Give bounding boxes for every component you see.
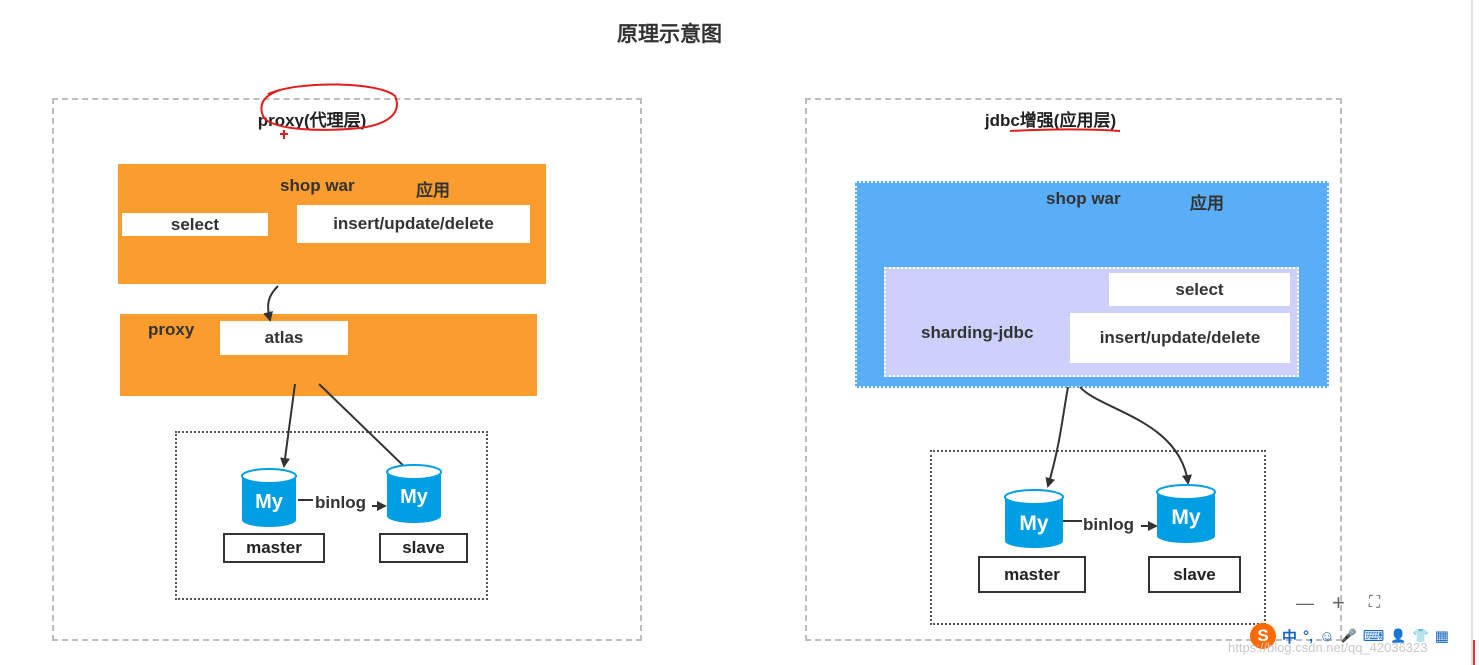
zoom-out-button[interactable]: — [1296, 592, 1314, 613]
left-write-box: insert/update/delete [297, 205, 530, 243]
ime-punctuation-toggle[interactable]: °, [1303, 627, 1314, 645]
ime-skin-icon[interactable]: 👕 [1412, 628, 1429, 643]
right-app-name: shop war [1046, 189, 1121, 208]
page-title: 原理示意图 [617, 23, 722, 46]
right-db-group [930, 450, 1266, 625]
right-app-tag: 应用 [1190, 194, 1224, 213]
right-master-box: master [978, 556, 1086, 593]
proxy-label: proxy [148, 320, 195, 339]
left-db-group [175, 431, 488, 600]
left-proxy-to-slave-arrow [318, 383, 416, 478]
atlas-box: atlas [220, 321, 348, 355]
ime-logo-icon[interactable]: S [1250, 623, 1276, 649]
left-binlog-arrow [298, 499, 384, 507]
sharding-jdbc-label: sharding-jdbc [921, 323, 1034, 342]
red-circle-annotation [260, 83, 398, 131]
right-binlog-label: binlog [1083, 515, 1134, 534]
ime-user-icon[interactable]: 👤 [1390, 628, 1407, 643]
left-binlog-label: binlog [315, 493, 366, 512]
zoom-in-button[interactable]: + [1332, 590, 1345, 615]
ime-toolbar: S 中 °, ☺ 🎤 ⌨ 👤 👕 ▦ [1250, 622, 1449, 650]
left-slave-db-icon: My [386, 464, 442, 523]
jdbc-panel-caption: jdbc增强(应用层) [984, 111, 1117, 130]
right-edge-line [1471, 0, 1473, 665]
left-master-db-logo: My [255, 491, 284, 513]
proxy-panel-caption: proxy(代理层) [257, 111, 367, 130]
right-slave-db-icon: My [1156, 484, 1216, 543]
watermark: https://blog.csdn.net/qq_42036323 [1228, 640, 1428, 655]
right-slave-box: slave [1148, 556, 1241, 593]
ime-mic-icon[interactable]: 🎤 [1340, 628, 1357, 643]
left-slave-box: slave [379, 533, 468, 563]
right-app-to-master-arrow [1045, 386, 1069, 488]
ime-language-toggle[interactable]: 中 [1282, 628, 1298, 646]
right-write-box: insert/update/delete [1070, 313, 1290, 363]
zoom-toolbar: — + ⛶ [1296, 588, 1380, 618]
red-underline-annotation [1009, 128, 1121, 132]
right-edge-marker [1473, 640, 1475, 665]
ime-keyboard-icon[interactable]: ⌨ [1362, 628, 1385, 645]
ime-menu-icon[interactable]: ▦ [1434, 628, 1449, 645]
left-proxy-to-master-arrow [280, 383, 296, 468]
red-cross-annotation [280, 130, 288, 139]
right-app-to-slave-arrow [1079, 386, 1192, 485]
right-master-db-icon: My [1004, 489, 1064, 548]
ime-emoji-icon[interactable]: ☺ [1319, 627, 1335, 645]
left-master-box: master [223, 533, 325, 563]
right-master-db-logo: My [1019, 512, 1048, 535]
left-select-box: select [122, 213, 268, 236]
proxy-panel [52, 98, 642, 641]
left-slave-db-logo: My [400, 486, 429, 508]
left-master-db-icon: My [241, 468, 297, 527]
left-app-tag: 应用 [416, 181, 450, 200]
left-app-to-proxy-arrow [263, 285, 279, 322]
right-slave-db-logo: My [1171, 506, 1200, 529]
fullscreen-button[interactable]: ⛶ [1368, 594, 1381, 611]
jdbc-panel [805, 98, 1342, 641]
right-select-box: select [1109, 273, 1290, 306]
left-app-name: shop war [280, 176, 355, 195]
